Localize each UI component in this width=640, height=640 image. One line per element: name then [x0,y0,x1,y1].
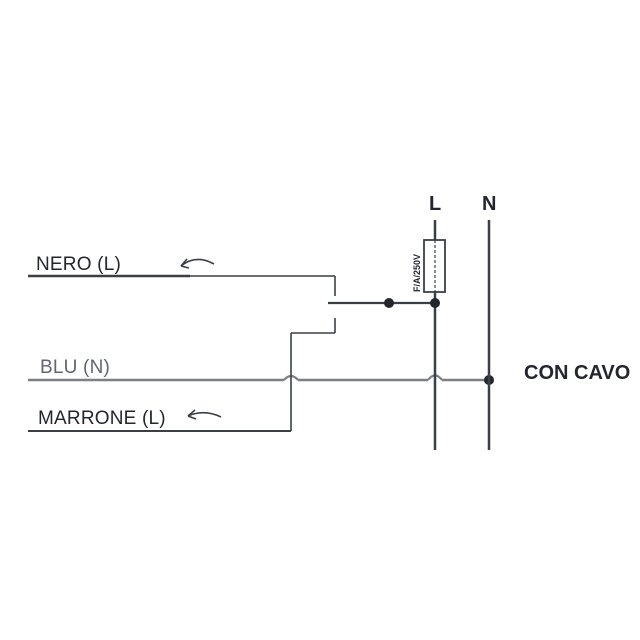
wire-marrone: MARRONE (L) [28,333,292,432]
marrone-arrowhead-icon [187,409,197,420]
bus-line: F/A/250V L [412,193,446,450]
line-junction-dot [430,298,440,308]
label-con-cavo: CON CAVO [524,362,630,384]
label-marrone: MARRONE (L) [38,408,166,429]
bus-neutral: N [482,193,496,450]
junction-dot [384,298,394,308]
marrone-arrow-icon [187,411,222,418]
fuse-rating: F/A/250V [412,254,422,292]
wire-blu: BLU (N) [28,357,494,385]
label-nero: NERO (L) [36,254,121,275]
label-blu: BLU (N) [40,357,110,378]
label-line-bus: L [429,193,441,215]
nero-arrowhead-icon [180,258,190,269]
wire-nero: NERO (L) [28,254,336,296]
switch-contact [291,298,434,334]
label-neutral-bus: N [482,193,496,215]
